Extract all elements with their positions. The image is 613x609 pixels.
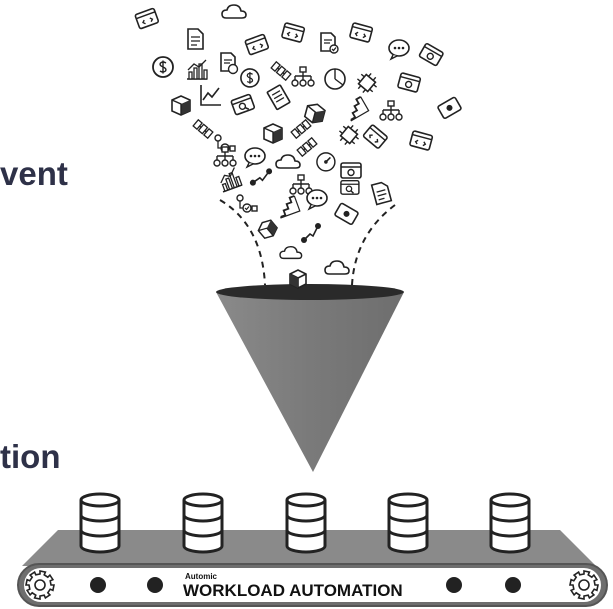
settings-window-icon [340, 162, 362, 179]
settings-window-icon [397, 72, 422, 93]
document-icon [370, 181, 393, 206]
database-row [79, 492, 531, 554]
route-icon [301, 223, 321, 243]
gear-box-icon [334, 202, 359, 225]
bar-chart-icon [187, 59, 208, 80]
stairs-icon [280, 195, 301, 219]
chat-icon [244, 147, 266, 169]
dollar-icon [152, 56, 174, 78]
settings-window-icon [418, 43, 444, 67]
belt-inner [24, 568, 601, 602]
hierarchy-icon [291, 66, 315, 87]
database-icon [387, 492, 429, 554]
brand-big: WORKLOAD AUTOMATION [183, 581, 403, 600]
side-text-lower: tion [0, 438, 61, 475]
belt-roller [147, 577, 163, 593]
document-check-icon [320, 32, 339, 54]
cloud-icon [324, 260, 350, 275]
stream-line-left [219, 199, 266, 286]
checkpoint-icon [296, 136, 318, 158]
stream-lines [219, 199, 396, 286]
funnel-body [216, 292, 404, 472]
search-window-icon [340, 179, 360, 195]
chat-icon [306, 189, 328, 211]
gear-icon [25, 570, 55, 600]
database-icon [489, 492, 531, 554]
package-icon [263, 123, 283, 144]
cloud-icon [275, 154, 301, 169]
checkpoint-icon [192, 118, 214, 140]
code-window-icon [134, 7, 160, 30]
side-text-upper: vent [0, 155, 68, 192]
belt-roller [446, 577, 462, 593]
document-list-icon [266, 84, 291, 111]
trend-chart-icon [200, 85, 221, 106]
funnel-rim [216, 284, 404, 300]
bar-chart-icon [220, 167, 243, 193]
belt-roller [90, 577, 106, 593]
package-icon [289, 269, 307, 289]
code-window-icon [244, 33, 270, 56]
belt-roller [505, 577, 521, 593]
package-icon [171, 95, 191, 116]
gear-icon [569, 570, 599, 600]
database-icon [182, 492, 224, 554]
package-icon [257, 219, 278, 240]
icon-cloud [134, 4, 462, 260]
code-window-icon [362, 124, 388, 149]
hierarchy-icon [289, 174, 313, 195]
stairs-icon [350, 96, 370, 122]
document-icon [187, 28, 204, 50]
cloud-icon [221, 4, 247, 19]
package-icon [303, 103, 326, 124]
chip-icon [338, 124, 360, 146]
search-window-icon [230, 93, 256, 116]
document-dollar-icon [220, 52, 239, 75]
status-flow-icon [236, 194, 258, 213]
code-window-icon [349, 22, 374, 43]
chat-icon [388, 39, 410, 61]
hierarchy-icon [213, 146, 237, 167]
database-icon [79, 492, 121, 554]
route-icon [249, 168, 273, 186]
chip-icon [356, 72, 378, 94]
database-icon [285, 492, 327, 554]
gear-box-icon [437, 96, 462, 119]
code-window-icon [409, 130, 434, 151]
cloud-icon [279, 245, 303, 260]
dollar-icon [240, 68, 260, 88]
brand-small: Automic [185, 572, 218, 581]
code-window-icon [281, 22, 306, 43]
funnel [216, 284, 404, 472]
gauge-icon [316, 152, 336, 172]
hierarchy-icon [379, 100, 403, 121]
checkpoint-icon [270, 60, 292, 82]
stream-line-right [351, 204, 396, 286]
checkpoint-icon [290, 118, 312, 140]
belt-rollers [90, 577, 521, 593]
pie-chart-icon [324, 68, 346, 90]
